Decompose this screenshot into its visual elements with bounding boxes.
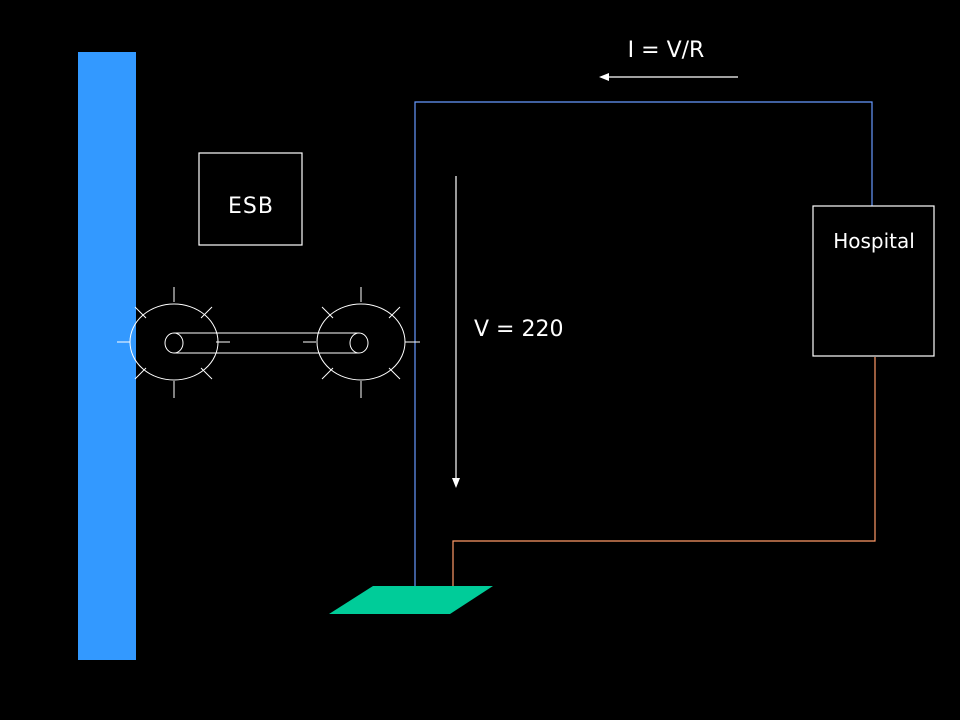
hospital-box-outline [812,205,935,357]
voltage-arrow-head [452,478,460,488]
esb-box-outline [198,152,303,246]
esb-label: ESB [228,194,274,219]
left-disc-rays [117,287,230,398]
live-wire [414,101,873,600]
right-disc [316,303,406,381]
ground-plate [329,586,493,614]
return-wire [452,357,876,598]
left-disc [129,303,219,381]
connecting-cylinder [164,332,369,354]
esb-box: ESB [198,152,303,246]
voltage-label: V = 220 [474,317,563,342]
hospital-box: Hospital [812,205,935,357]
current-arrow-head [599,73,609,81]
hospital-label: Hospital [833,229,915,253]
pole [78,52,136,660]
current-formula-label: I = V/R [628,38,705,63]
insulator-assembly [117,287,420,398]
